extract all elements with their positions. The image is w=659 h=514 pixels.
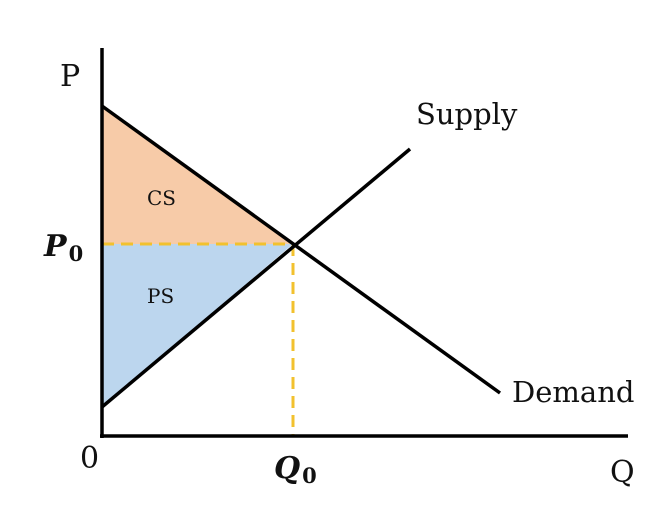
consumer-surplus-label: CS	[147, 186, 176, 210]
equilibrium-quantity-symbol: Q	[274, 451, 300, 486]
x-axis-label: Q	[610, 455, 635, 490]
producer-surplus-label: PS	[147, 284, 174, 308]
origin-label: 0	[80, 441, 99, 476]
equilibrium-price-symbol: P	[43, 229, 68, 264]
equilibrium-quantity-subscript: 0	[302, 463, 317, 488]
y-axis-label: P	[60, 59, 80, 94]
equilibrium-price-subscript: 0	[69, 241, 84, 266]
demand-curve	[100, 104, 502, 395]
equilibrium-quantity-label: Q0	[274, 451, 317, 488]
supply-curve	[100, 147, 412, 409]
supply-label: Supply	[416, 97, 518, 131]
equilibrium-price-label: P0	[43, 229, 83, 266]
demand-label: Demand	[512, 375, 634, 409]
